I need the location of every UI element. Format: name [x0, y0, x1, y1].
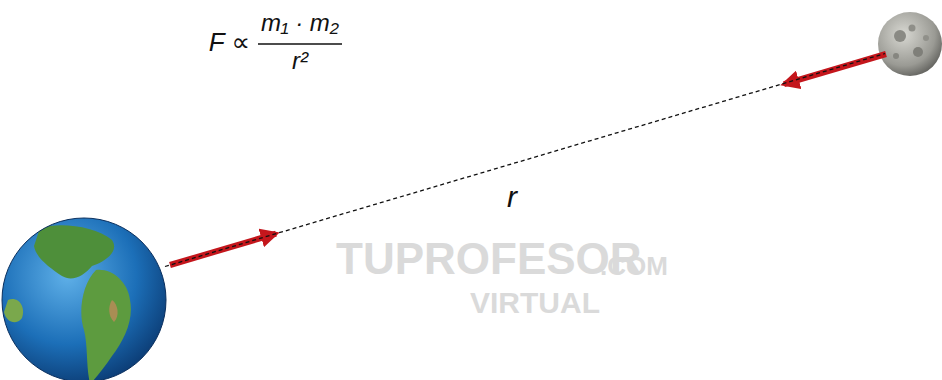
formula-denominator: r²	[292, 47, 308, 75]
force-arrow	[784, 54, 886, 84]
formula-text: F ∝	[209, 28, 250, 58]
moon-picture	[878, 12, 942, 76]
earth-picture	[2, 218, 166, 380]
watermark: TUPROFESOR	[336, 234, 642, 285]
watermark: .COM	[600, 252, 668, 282]
fraction-bar	[258, 43, 342, 45]
watermark: VIRTUAL	[470, 286, 600, 321]
formula-numerator: m₁ · m₂	[261, 9, 339, 37]
distance-label: r	[507, 180, 517, 215]
